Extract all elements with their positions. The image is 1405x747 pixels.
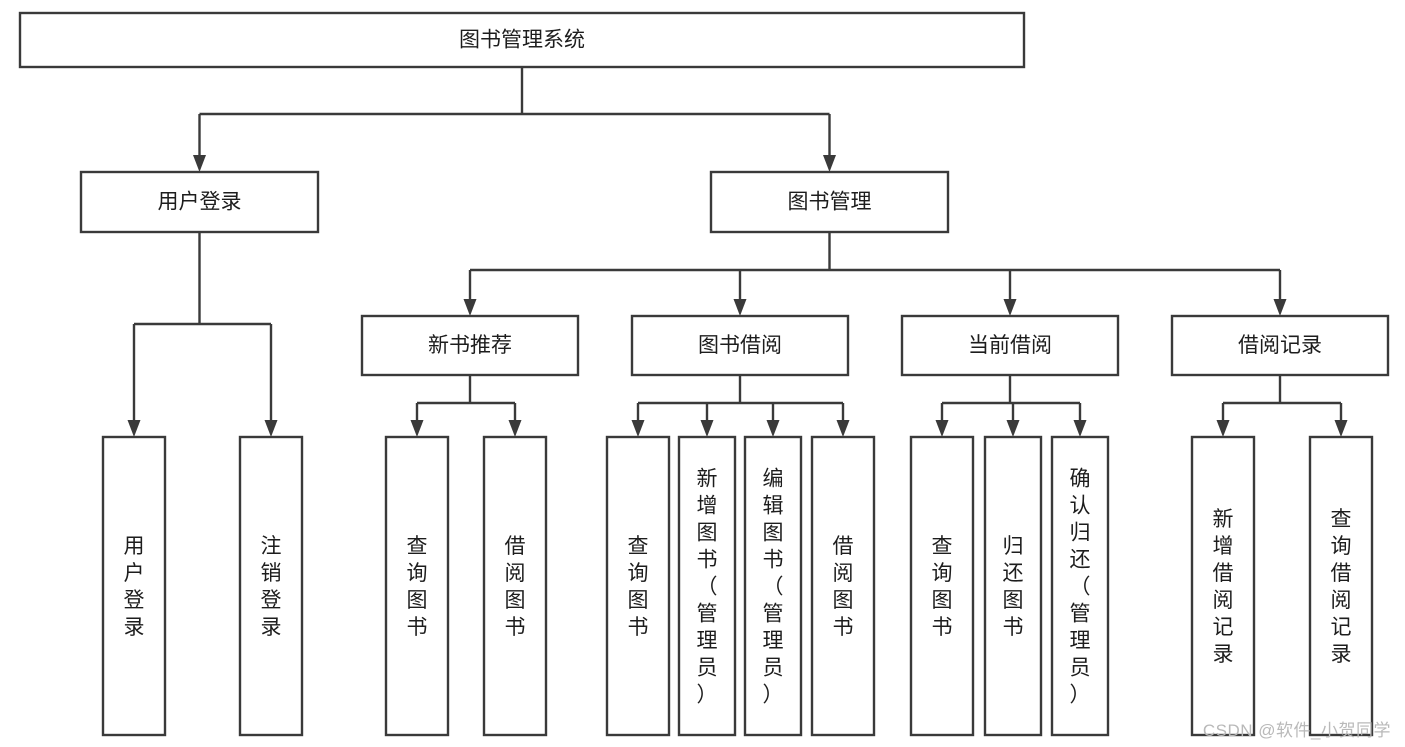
node-label: 归还图书	[1003, 535, 1024, 639]
arrow-head-icon	[1073, 420, 1087, 437]
arrow-head-icon	[410, 420, 424, 437]
node-label: 新增图书（管理员）	[697, 468, 718, 707]
arrow-head-icon	[836, 420, 850, 437]
node-box[interactable]	[384, 435, 450, 737]
node-leaf12[interactable]: 新增借阅记录	[1190, 435, 1256, 737]
node-label: 借阅图书	[833, 535, 854, 639]
arrow-head-icon	[733, 299, 747, 316]
node-box[interactable]	[677, 435, 737, 737]
node-leaf11[interactable]: 确认归还（管理员）	[1050, 435, 1110, 737]
node-box[interactable]	[482, 435, 548, 737]
arrow-head-icon	[1216, 420, 1230, 437]
edge-group-newbook	[410, 375, 522, 437]
node-bookmgmt[interactable]: 图书管理	[709, 170, 950, 234]
node-label: 新书推荐	[428, 334, 512, 357]
node-current[interactable]: 当前借阅	[900, 314, 1120, 377]
nodes-layer: 图书管理系统用户登录图书管理新书推荐图书借阅当前借阅借阅记录用户登录注销登录查询…	[18, 11, 1390, 737]
arrow-head-icon	[1003, 299, 1017, 316]
node-box[interactable]	[709, 170, 950, 234]
node-box[interactable]	[1190, 435, 1256, 737]
edges-layer	[127, 67, 1348, 437]
node-label: 编辑图书（管理员）	[763, 468, 784, 707]
node-leaf13[interactable]: 查询借阅记录	[1308, 435, 1374, 737]
arrow-head-icon	[935, 420, 949, 437]
arrow-head-icon	[766, 420, 780, 437]
arrow-head-icon	[127, 420, 141, 437]
node-label: 用户登录	[124, 535, 145, 639]
arrow-head-icon	[700, 420, 714, 437]
arrow-head-icon	[508, 420, 522, 437]
node-label: 新增借阅记录	[1213, 508, 1234, 666]
node-box[interactable]	[1050, 435, 1110, 737]
edge-group-borrow	[631, 375, 850, 437]
arrow-head-icon	[193, 155, 206, 172]
edge-group-root	[193, 67, 836, 172]
node-label: 查询图书	[932, 535, 953, 639]
node-leaf3[interactable]: 查询图书	[384, 435, 450, 737]
node-record[interactable]: 借阅记录	[1170, 314, 1390, 377]
node-label: 查询图书	[407, 535, 428, 639]
edge-group-login	[127, 232, 278, 437]
arrow-head-icon	[1273, 299, 1287, 316]
node-label: 图书管理	[788, 191, 872, 214]
node-label: 当前借阅	[968, 334, 1052, 357]
edge-group-current	[935, 375, 1087, 437]
node-box[interactable]	[1170, 314, 1390, 377]
node-box[interactable]	[743, 435, 803, 737]
arrow-head-icon	[631, 420, 645, 437]
node-box[interactable]	[810, 435, 876, 737]
node-leaf8[interactable]: 借阅图书	[810, 435, 876, 737]
node-login[interactable]: 用户登录	[79, 170, 320, 234]
node-label: 借阅记录	[1238, 334, 1322, 357]
node-leaf1[interactable]: 用户登录	[101, 435, 167, 737]
node-box[interactable]	[900, 314, 1120, 377]
node-box[interactable]	[79, 170, 320, 234]
node-box[interactable]	[909, 435, 975, 737]
node-leaf4[interactable]: 借阅图书	[482, 435, 548, 737]
node-label: 借阅图书	[505, 535, 526, 639]
node-newbook[interactable]: 新书推荐	[360, 314, 580, 377]
node-box[interactable]	[983, 435, 1043, 737]
node-box[interactable]	[630, 314, 850, 377]
node-label: 图书管理系统	[459, 29, 585, 52]
node-box[interactable]	[238, 435, 304, 737]
node-box[interactable]	[1308, 435, 1374, 737]
node-box[interactable]	[101, 435, 167, 737]
arrow-head-icon	[823, 155, 836, 172]
node-leaf7[interactable]: 编辑图书（管理员）	[743, 435, 803, 737]
edge-group-record	[1216, 375, 1348, 437]
node-leaf10[interactable]: 归还图书	[983, 435, 1043, 737]
node-label: 注销登录	[261, 535, 282, 639]
node-borrow[interactable]: 图书借阅	[630, 314, 850, 377]
node-label: 查询借阅记录	[1331, 508, 1352, 666]
node-root[interactable]: 图书管理系统	[18, 11, 1026, 69]
watermark-text: CSDN @软件_小贺同学	[1202, 721, 1391, 740]
arrow-head-icon	[463, 299, 477, 316]
node-box[interactable]	[360, 314, 580, 377]
node-leaf5[interactable]: 查询图书	[605, 435, 671, 737]
node-label: 用户登录	[158, 191, 242, 214]
node-leaf6[interactable]: 新增图书（管理员）	[677, 435, 737, 737]
node-label: 确认归还（管理员）	[1070, 468, 1091, 707]
arrow-head-icon	[1006, 420, 1020, 437]
node-leaf9[interactable]: 查询图书	[909, 435, 975, 737]
node-box[interactable]	[605, 435, 671, 737]
node-label: 图书借阅	[698, 334, 782, 357]
node-label: 查询图书	[628, 535, 649, 639]
node-box[interactable]	[18, 11, 1026, 69]
arrow-head-icon	[264, 420, 278, 437]
arrow-head-icon	[1334, 420, 1348, 437]
edge-group-bookmgmt	[463, 232, 1287, 316]
node-leaf2[interactable]: 注销登录	[238, 435, 304, 737]
